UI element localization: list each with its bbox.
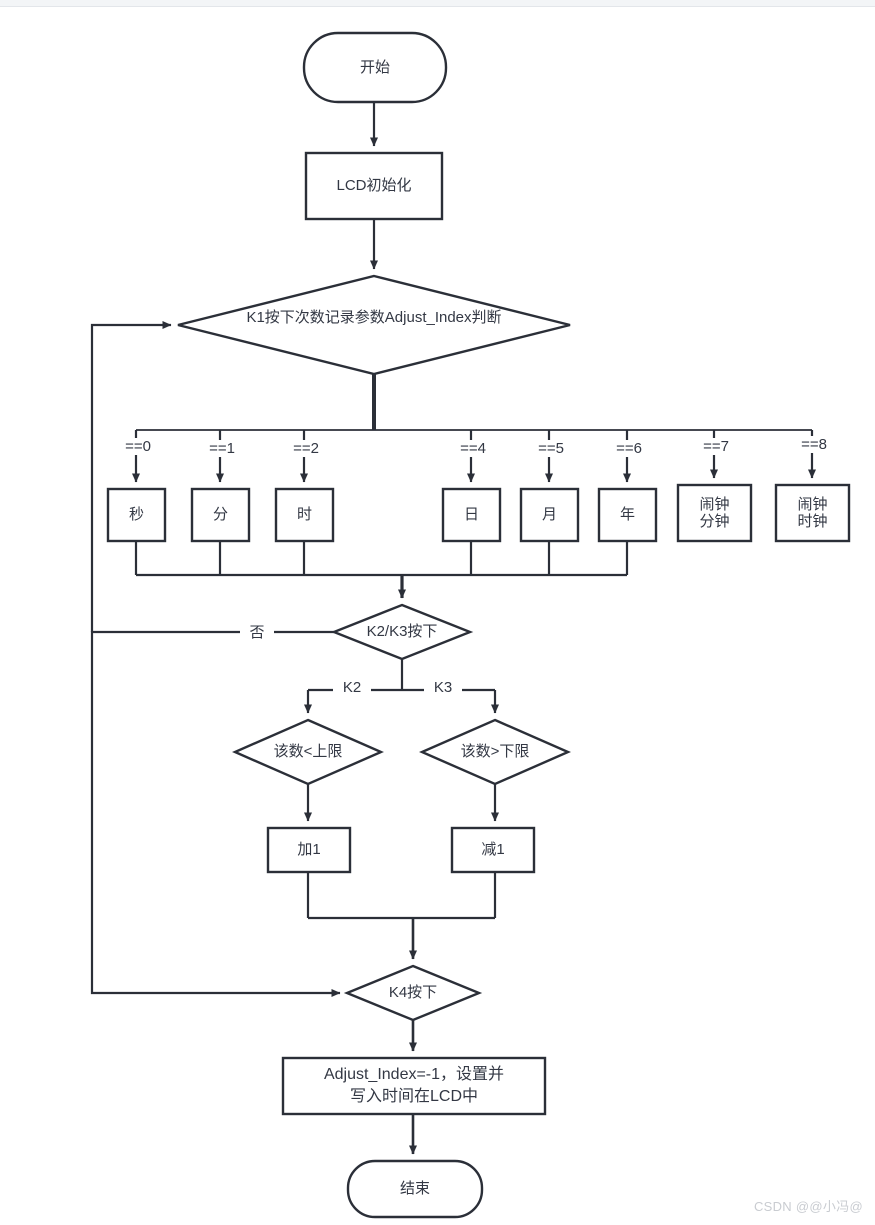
watermark: CSDN @@小冯@ (753, 1199, 863, 1214)
node-alarm-minute-shape (676, 483, 753, 543)
node-minute-shape (190, 487, 251, 543)
node-month-shape (519, 487, 580, 543)
branch-label-no: 否 (240, 621, 274, 642)
node-end-shape (346, 1159, 484, 1219)
branch-label-eq2: ==2 (280, 440, 332, 457)
node-decrement-shape (450, 826, 536, 874)
top-strip (0, 0, 875, 7)
branch-label-k3: K3 (424, 679, 462, 696)
edge-loop-back-to-index-decision (90, 321, 172, 632)
branch-label-eq5: ==5 (525, 440, 577, 457)
branch-label-eq1: ==1 (196, 440, 248, 457)
branch-label-eq4: ==4 (447, 440, 499, 457)
node-index-decision-shape (177, 274, 571, 376)
branch-label-eq0: ==0 (112, 438, 164, 455)
node-second-shape (106, 487, 167, 543)
node-day-shape (441, 487, 502, 543)
branch-label-eq6: ==6 (603, 440, 655, 457)
branch-label-eq8: ==8 (788, 436, 840, 453)
node-k4-decision-shape (343, 964, 483, 1022)
node-hour-shape (274, 487, 335, 543)
branch-label-eq7: ==7 (690, 438, 742, 455)
node-alarm-hour-shape (774, 483, 851, 543)
node-year-shape (597, 487, 658, 543)
node-lcd-init-shape (304, 151, 444, 221)
node-k2k3-decision-shape (330, 603, 474, 661)
node-increment-shape (266, 826, 352, 874)
edge-k2k3-no-to-k4 (90, 630, 341, 997)
branch-label-k2: K2 (333, 679, 371, 696)
node-below-upper-shape (232, 718, 384, 786)
node-start-shape (302, 31, 448, 104)
node-write-time-shape (281, 1056, 547, 1116)
node-above-lower-shape (419, 718, 571, 786)
